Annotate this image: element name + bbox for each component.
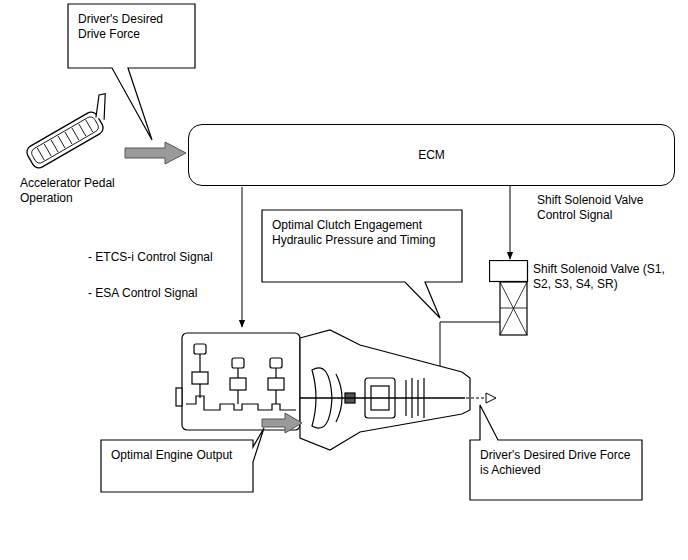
accelerator-pedal [87,92,116,123]
engine [176,333,300,430]
etcs-signal-line [242,187,243,327]
signal-label: - ESA Control Signal [88,286,238,301]
callout-outline [262,210,462,318]
output-arrow [466,393,496,403]
engine [176,388,182,406]
engine [270,358,282,368]
accelerator-pedal [65,132,72,144]
callout-box: Driver's Desired Drive Force [68,4,195,68]
solenoid-valve: Shift Solenoid Valve (S1, S2, S3, S4, SR… [489,260,681,336]
engine [186,396,296,410]
node-text: Driver's Desired Drive Force is Achieved [480,448,632,478]
node-text: ECM [418,148,445,163]
callout-outline [101,428,264,492]
engine [194,344,206,354]
accelerator-pedal [44,144,51,156]
controller-box: ECM [188,124,675,186]
engine [268,378,284,390]
engine [232,358,244,368]
accelerator-pedal [51,140,58,152]
accelerator-pedal [72,128,79,140]
engine [275,368,276,378]
drive-force-arrow [125,142,186,164]
engine-output-arrow [262,413,302,433]
engine [192,372,208,384]
accelerator-pedal [37,148,44,160]
signal-label: Accelerator Pedal Operation [20,176,130,206]
transmission [300,330,470,450]
accelerator-pedal [30,115,100,165]
node-text: Optimal Clutch Engagement Hydraulic Pres… [272,218,452,248]
engine [199,354,200,372]
callout-box: Driver's Desired Drive Force is Achieved [470,440,642,500]
engine [182,333,300,430]
callout-outline [470,405,642,500]
callout-box: Optimal Engine Output [101,440,253,492]
output-arrow [486,393,496,403]
signal-connector [510,186,511,259]
accelerator-pedal [86,120,93,132]
drive-force-arrow [125,142,186,164]
engine-output-arrow [262,413,302,433]
solenoid-symbol [500,282,527,335]
signal-label: Shift Solenoid Valve Control Signal [535,193,679,223]
signal-label: - ETCS-i Control Signal [88,250,238,265]
node-text: Optimal Engine Output [111,448,243,463]
callout-outline [68,4,195,140]
transmission [300,330,470,450]
callout-box: Optimal Clutch Engagement Hydraulic Pres… [262,210,462,282]
etcs-signal-line [242,187,243,327]
transmission [300,397,465,399]
accelerator-pedal [24,110,105,171]
engine [237,368,238,378]
engine [200,384,276,404]
output-arrow [466,397,486,398]
solenoid-symbol [489,260,529,336]
node-text: Shift Solenoid Valve (S1, S2, S3, S4, SR… [533,262,679,292]
node-text: Driver's Desired Drive Force [78,12,185,42]
accelerator-pedal [58,136,65,148]
solenoid-symbol [500,282,527,335]
accelerator-pedal [19,92,121,170]
solenoid-symbol [490,261,528,282]
engine [230,378,246,390]
accelerator-pedal [79,124,86,136]
